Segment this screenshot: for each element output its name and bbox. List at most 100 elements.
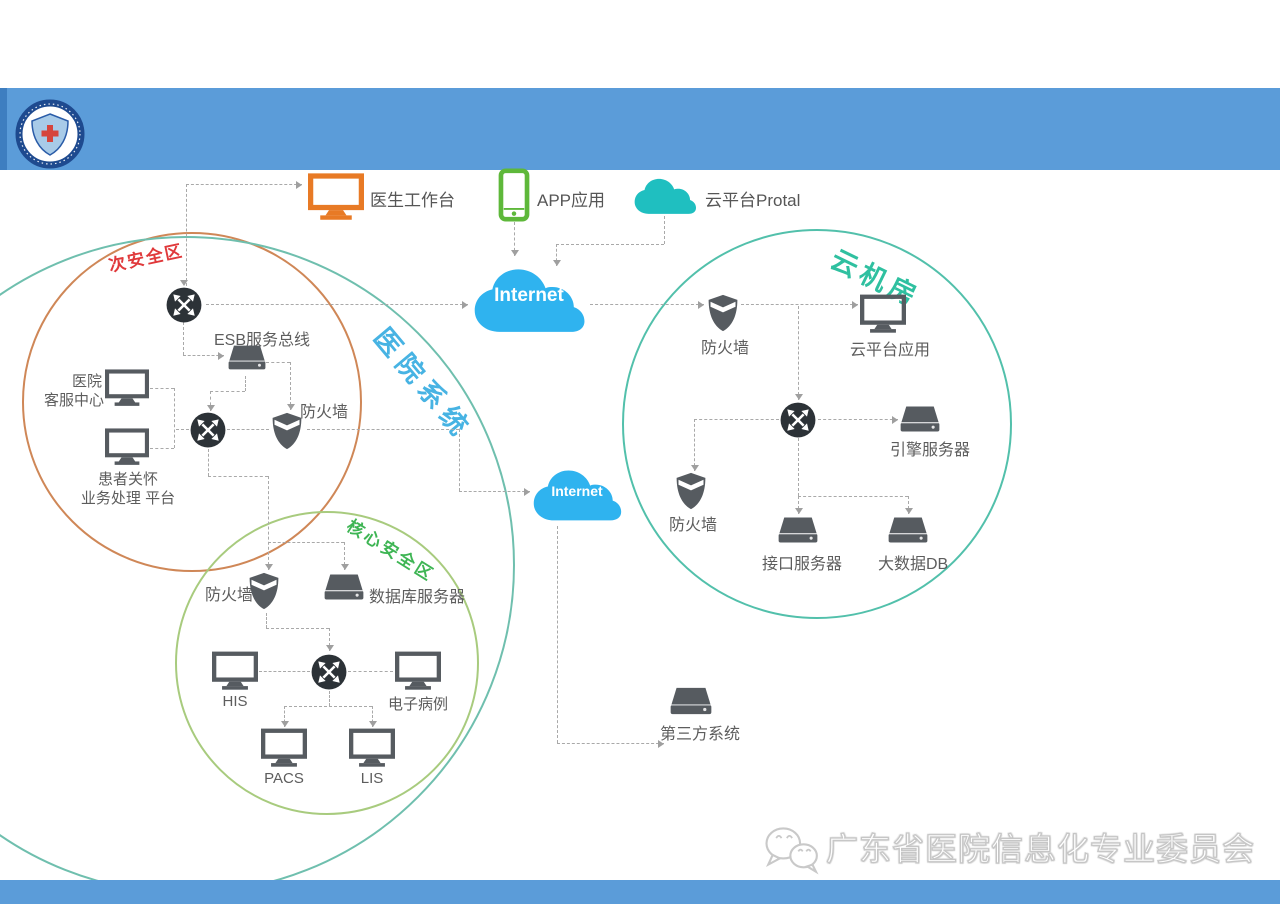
interface-server-icon bbox=[778, 515, 818, 545]
esb-label: ESB服务总线 bbox=[214, 332, 311, 349]
bigdata-db-server-icon bbox=[888, 515, 928, 545]
arrow bbox=[281, 721, 289, 727]
connector bbox=[210, 391, 245, 392]
core-firewall-label: 防火墙 bbox=[205, 587, 254, 604]
connector bbox=[266, 362, 290, 363]
arrow bbox=[462, 301, 468, 309]
cloud-firewall2-shield-icon bbox=[676, 472, 706, 510]
app-phone-icon bbox=[498, 168, 530, 222]
doctor-workstation-label: 医生工作台 bbox=[370, 191, 455, 210]
connector bbox=[798, 496, 799, 514]
lis-label: LIS bbox=[360, 770, 384, 787]
connector bbox=[307, 429, 459, 430]
connector bbox=[664, 216, 665, 244]
connector bbox=[227, 429, 269, 430]
interface-server-label: 接口服务器 bbox=[762, 556, 843, 573]
router-icon bbox=[190, 412, 226, 448]
connector bbox=[798, 496, 908, 497]
esb-server-icon bbox=[228, 344, 266, 371]
connector bbox=[183, 355, 224, 356]
connector bbox=[259, 671, 310, 672]
app-label: APP应用 bbox=[537, 191, 606, 210]
connector bbox=[694, 419, 779, 420]
bigdata-db-label: 大数据DB bbox=[878, 556, 949, 573]
connector bbox=[798, 306, 799, 400]
connector bbox=[344, 542, 345, 570]
service-center-label: 医院 客服中心 bbox=[44, 373, 105, 409]
connector bbox=[818, 419, 898, 420]
cloud-room-circle bbox=[622, 229, 1012, 619]
emr-label: 电子病例 bbox=[387, 696, 448, 713]
arrow bbox=[691, 465, 699, 471]
arrow bbox=[326, 645, 334, 651]
internet-cloud-top: Internet bbox=[470, 260, 588, 340]
pacs-monitor-icon bbox=[261, 728, 307, 768]
arrow bbox=[852, 301, 858, 309]
connector bbox=[556, 244, 557, 266]
connector bbox=[290, 362, 291, 410]
arrow bbox=[296, 181, 302, 189]
arrow bbox=[658, 740, 664, 748]
connector bbox=[266, 613, 267, 628]
connector bbox=[798, 438, 799, 496]
cloud-portal-icon bbox=[632, 174, 698, 218]
connector bbox=[557, 743, 664, 744]
arrow bbox=[524, 488, 530, 496]
connector bbox=[268, 542, 344, 543]
arrow bbox=[905, 508, 913, 514]
connector bbox=[210, 391, 211, 411]
footer-organization-title: 广东省医院信息化专业委员会 bbox=[825, 830, 1256, 867]
connector bbox=[206, 304, 468, 305]
engine-server-icon bbox=[900, 404, 940, 434]
router-icon bbox=[311, 654, 347, 690]
connector bbox=[150, 448, 174, 449]
pacs-label: PACS bbox=[264, 770, 304, 787]
arrow bbox=[341, 564, 349, 570]
patient-care-monitor-icon bbox=[105, 428, 149, 466]
connector bbox=[186, 184, 187, 286]
arrow bbox=[287, 404, 295, 410]
internet-cloud-middle: Internet bbox=[530, 463, 624, 527]
arrow bbox=[553, 260, 561, 266]
connector bbox=[329, 691, 330, 706]
arrow bbox=[892, 416, 898, 424]
cloud-firewall-shield-icon bbox=[708, 294, 738, 332]
wechat-icon bbox=[762, 824, 824, 877]
arrow bbox=[265, 564, 273, 570]
arrow bbox=[698, 301, 704, 309]
database-server-icon bbox=[324, 572, 364, 602]
cloud-firewall-label: 防火墙 bbox=[701, 340, 750, 357]
connector bbox=[208, 476, 268, 477]
emr-monitor-icon bbox=[395, 651, 441, 691]
connector bbox=[208, 449, 209, 476]
connector bbox=[741, 304, 858, 305]
arrow bbox=[795, 508, 803, 514]
patient-care-label: 患者关怀 业务处理 平台 bbox=[80, 471, 176, 507]
internet-label: Internet bbox=[551, 483, 603, 499]
cloud-portal-label: 云平台Protal bbox=[705, 191, 801, 210]
connector bbox=[459, 491, 530, 492]
connector bbox=[186, 184, 302, 185]
connector bbox=[183, 322, 184, 355]
connector bbox=[694, 419, 695, 471]
arrow bbox=[795, 394, 803, 400]
engine-server-label: 引擎服务器 bbox=[890, 442, 971, 459]
connector bbox=[556, 244, 664, 245]
connector bbox=[176, 429, 189, 430]
connector bbox=[266, 628, 329, 629]
connector bbox=[459, 429, 460, 491]
service-center-monitor-icon bbox=[105, 369, 149, 407]
core-security-zone-circle bbox=[175, 511, 479, 815]
connector bbox=[908, 496, 909, 514]
connector bbox=[372, 706, 373, 727]
his-monitor-icon bbox=[212, 651, 258, 691]
arrow bbox=[511, 250, 519, 256]
header-bar-edge bbox=[0, 88, 7, 170]
connector bbox=[284, 706, 285, 727]
router-icon bbox=[780, 402, 816, 438]
firewall-label: 防火墙 bbox=[300, 404, 349, 421]
arrow bbox=[180, 280, 188, 286]
connector bbox=[150, 388, 174, 389]
cloud-app-label: 云平台应用 bbox=[850, 342, 931, 359]
